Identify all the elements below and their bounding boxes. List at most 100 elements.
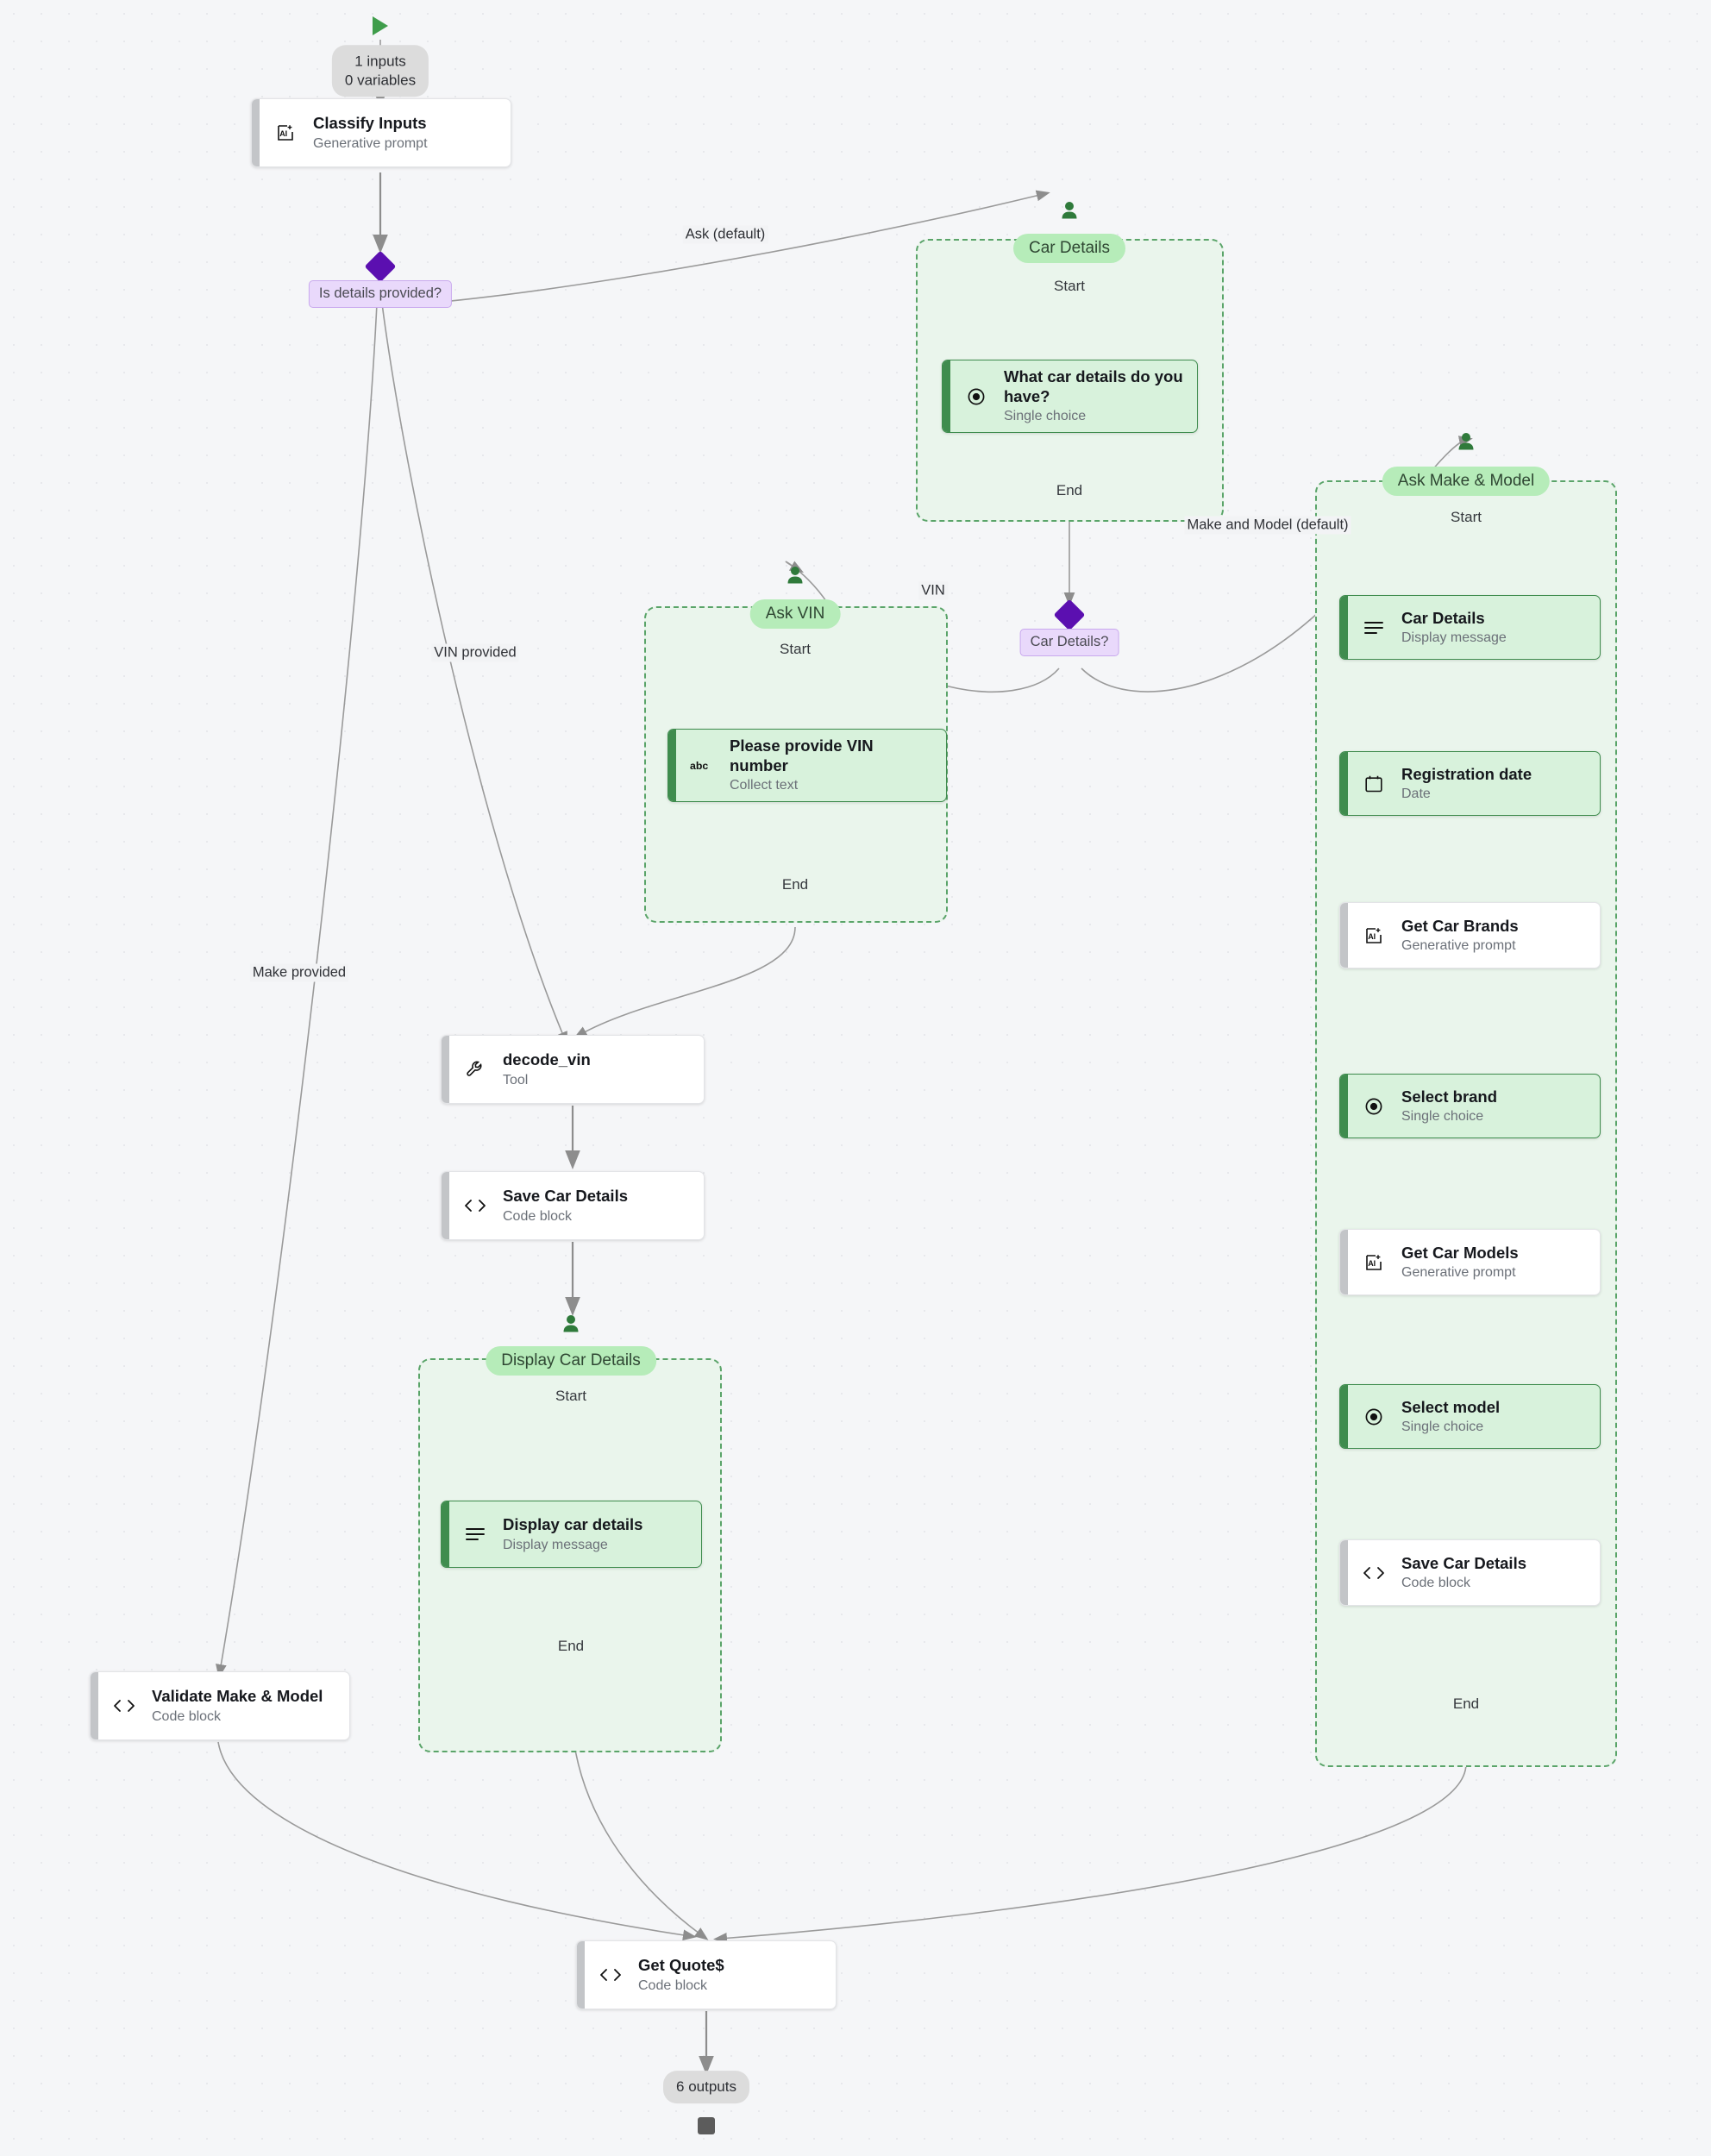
node-car-details-message[interactable]: Car Details Display message (1339, 595, 1601, 660)
node-accent-bar (1340, 1230, 1348, 1294)
node-save-car-details-left[interactable]: Save Car Details Code block (441, 1171, 705, 1240)
group-title-display-car-details[interactable]: Display Car Details (486, 1346, 656, 1376)
node-accent-bar (1340, 752, 1348, 815)
node-accent-bar (668, 730, 676, 801)
node-title: decode_vin (503, 1050, 591, 1069)
node-accent-bar (577, 1941, 585, 2009)
group-start-label: Start (555, 1388, 586, 1404)
node-display-car-details[interactable]: Display car details Display message (441, 1501, 702, 1568)
node-title: Save Car Details (1401, 1553, 1527, 1572)
node-decode-vin[interactable]: decode_vin Tool (441, 1035, 705, 1104)
node-select-brand[interactable]: Select brand Single choice (1339, 1074, 1601, 1138)
node-title: What car details do you have? (1004, 367, 1183, 405)
node-accent-bar (442, 1036, 449, 1103)
node-subtitle: Date (1401, 787, 1431, 802)
edge-label-make-and-model-default: Make and Model (default) (1184, 516, 1351, 535)
group-title-ask-vin[interactable]: Ask VIN (749, 599, 841, 629)
node-get-car-models[interactable]: AI Get Car Models Generative prompt (1339, 1229, 1601, 1295)
code-icon (463, 1197, 487, 1214)
node-subtitle: Code block (1401, 1576, 1471, 1591)
node-subtitle: Generative prompt (1401, 938, 1516, 954)
node-subtitle: Single choice (1401, 1420, 1484, 1435)
person-icon (561, 1314, 580, 1339)
node-select-model[interactable]: Select model Single choice (1339, 1384, 1601, 1449)
node-subtitle: Generative prompt (1401, 1265, 1516, 1281)
node-subtitle: Display message (503, 1537, 608, 1552)
svg-text:AI: AI (1368, 932, 1376, 941)
node-subtitle: Tool (503, 1072, 529, 1087)
ai-prompt-icon: AI (273, 122, 298, 143)
node-subtitle: Code block (503, 1208, 573, 1224)
edge-label-ask-default: Ask (default) (682, 225, 768, 244)
node-what-car-details[interactable]: What car details do you have? Single cho… (942, 360, 1198, 433)
node-accent-bar (442, 1172, 449, 1239)
group-end-label: End (781, 876, 809, 893)
node-accent-bar (1340, 1540, 1348, 1605)
node-subtitle: Collect text (730, 778, 799, 793)
node-title: Please provide VIN number (730, 736, 874, 774)
edge-label-vin: VIN (918, 581, 948, 600)
node-title: Select model (1401, 1397, 1501, 1416)
node-subtitle: Display message (1401, 630, 1507, 646)
ai-prompt-icon: AI (1362, 925, 1386, 946)
group-end-label: End (1452, 1695, 1480, 1712)
svg-text:abc: abc (690, 760, 708, 772)
node-subtitle: Code block (638, 1977, 708, 1993)
group-title-car-details[interactable]: Car Details (1013, 234, 1125, 263)
node-get-quote[interactable]: Get Quote$ Code block (576, 1940, 837, 2009)
node-registration-date[interactable]: Registration date Date (1339, 751, 1601, 816)
person-icon (786, 566, 805, 591)
group-start-label: Start (780, 641, 811, 657)
edge-label-vin-provided: VIN provided (431, 643, 519, 662)
node-title: Get Car Brands (1401, 916, 1519, 935)
node-accent-bar (1340, 596, 1348, 659)
flow-outputs-pill[interactable]: 6 outputs (663, 2071, 749, 2103)
node-title: Classify Inputs (313, 114, 427, 133)
node-title: Validate Make & Model (152, 1687, 323, 1706)
flow-inputs-pill[interactable]: 1 inputs 0 variables (331, 45, 429, 97)
node-accent-bar (442, 1501, 449, 1567)
node-save-car-details-right[interactable]: Save Car Details Code block (1339, 1539, 1601, 1606)
group-end-label: End (1056, 482, 1083, 498)
group-start-label: Start (1054, 278, 1085, 294)
node-title: Get Quote$ (638, 1956, 724, 1975)
group-title-ask-make-model[interactable]: Ask Make & Model (1382, 467, 1551, 496)
person-icon (1457, 432, 1476, 457)
svg-text:AI: AI (1368, 1259, 1376, 1268)
ai-prompt-icon: AI (1362, 1252, 1386, 1273)
node-title: Display car details (503, 1515, 643, 1534)
decision-diamond-is-details-provided[interactable] (364, 250, 397, 283)
calendar-icon (1362, 774, 1386, 793)
node-subtitle: Code block (152, 1708, 222, 1724)
flow-start-icon (373, 16, 388, 35)
node-title: Car Details (1401, 608, 1485, 627)
node-title: Save Car Details (503, 1187, 629, 1206)
svg-text:AI: AI (279, 129, 287, 138)
node-title: Select brand (1401, 1087, 1498, 1106)
node-classify-inputs[interactable]: AI Classify Inputs Generative prompt (251, 98, 511, 167)
node-subtitle: Single choice (1401, 1109, 1484, 1125)
code-icon (112, 1697, 136, 1714)
node-subtitle: Generative prompt (313, 135, 428, 151)
radio-button-icon (1362, 1096, 1386, 1117)
node-subtitle: Single choice (1004, 409, 1087, 424)
decision-label-car-details[interactable]: Car Details? (1019, 629, 1119, 656)
node-validate-make-model[interactable]: Validate Make & Model Code block (90, 1671, 350, 1740)
code-icon (1362, 1564, 1386, 1582)
node-get-car-brands[interactable]: AI Get Car Brands Generative prompt (1339, 902, 1601, 968)
abc-text-icon: abc (690, 758, 714, 774)
node-please-provide-vin[interactable]: abc Please provide VIN number Collect te… (667, 729, 947, 802)
decision-diamond-car-details[interactable] (1053, 599, 1086, 631)
flow-stop-icon (698, 2117, 715, 2134)
decision-label-is-details-provided[interactable]: Is details provided? (308, 280, 453, 308)
list-lines-icon (1362, 620, 1386, 636)
wrench-icon (463, 1059, 487, 1080)
edge-label-make-provided: Make provided (249, 963, 349, 982)
node-accent-bar (1340, 1075, 1348, 1138)
node-accent-bar (943, 360, 950, 432)
node-accent-bar (91, 1672, 98, 1739)
code-icon (599, 1966, 623, 1984)
list-lines-icon (463, 1526, 487, 1542)
node-title: Get Car Models (1401, 1243, 1519, 1262)
